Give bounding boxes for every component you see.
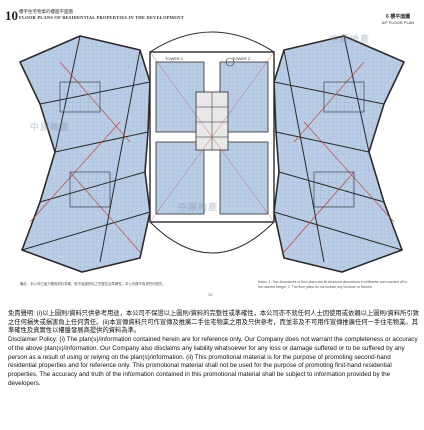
watermark: 中原地產 <box>330 34 371 44</box>
disclaimer: 免責聲明: (i)以上圖則/資料只供參考用途，本公司不保證以上圖則/資料的完整性… <box>8 310 420 388</box>
page-number: 10 <box>5 8 18 23</box>
right-wing <box>273 35 406 273</box>
disclaimer-chinese: 免責聲明: (i)以上圖則/資料只供參考用途，本公司不保證以上圖則/資料的完整性… <box>8 310 420 335</box>
title-chinese: 樓宇住宅物業的樓面平面圖 <box>19 9 73 14</box>
floor-label-cn: 6 樓平面圖 <box>386 14 411 20</box>
notes-right: Notes: 1. The dimensions of floor plans … <box>258 280 408 289</box>
watermark: 中原地產 <box>178 202 219 212</box>
floor-plan-drawing: TOWER 1 TOWER 2 <box>18 31 406 273</box>
watermark: 中原地產 <box>30 122 71 132</box>
floor-plan-sheet: 10 樓宇住宅物業的樓面平面圖 FLOOR PLANS OF RESIDENTI… <box>5 8 415 297</box>
left-wing <box>18 35 151 273</box>
small-page-ref: 10 <box>208 292 213 297</box>
title-english: FLOOR PLANS OF RESIDENTIAL PROPERTIES IN… <box>19 15 184 20</box>
tower-label-1: TOWER 1 <box>165 56 184 61</box>
floor-label-en: 6/F FLOOR PLAN <box>382 20 415 25</box>
floor-label: 6 樓平面圖 6/F FLOOR PLAN <box>382 14 414 26</box>
notes-left: 備註：本公司已盡力確保資料準確，惟不保證資料之完整性及準確性。本公司概不負責任何… <box>20 282 166 286</box>
north-arrow-icon <box>225 57 235 67</box>
tower-label-2: TOWER 2 <box>232 56 251 61</box>
podium-outline <box>149 31 275 254</box>
central-core: TOWER 1 TOWER 2 <box>149 51 275 223</box>
disclaimer-english: Disclaimer Policy: (i) The plan(s)/infor… <box>8 336 418 387</box>
